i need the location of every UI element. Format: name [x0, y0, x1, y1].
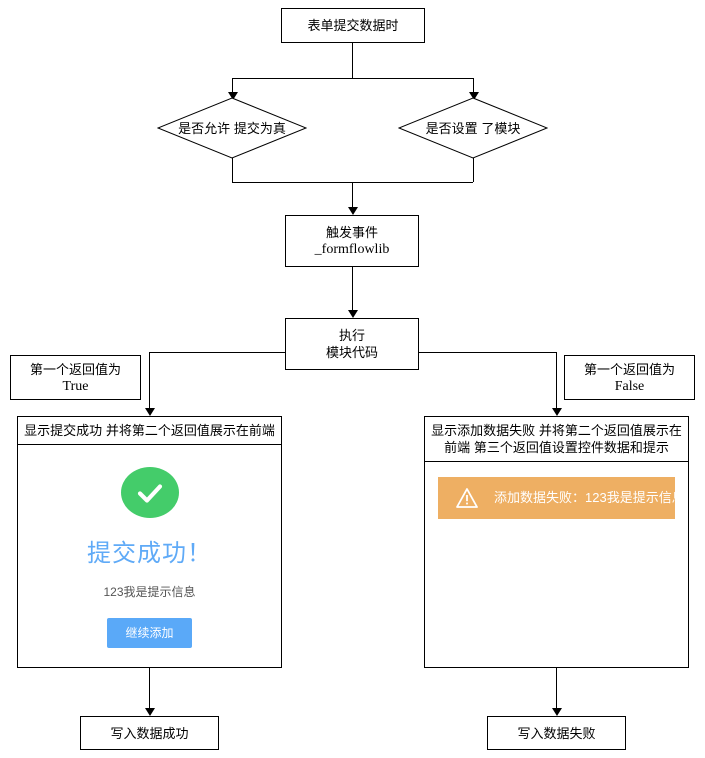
label-first-return-true: 第一个返回值为 True	[10, 355, 141, 400]
label-true-line1: 第一个返回值为	[29, 361, 121, 377]
error-alert-banner: 添加数据失败：123我是提示信息	[438, 477, 685, 519]
connector-failure-to-end	[556, 668, 557, 710]
decision-module-set: 是否设置 了模块	[398, 97, 548, 159]
check-circle-icon	[120, 467, 179, 518]
arrow-to-decision-left	[228, 92, 238, 100]
node-form-submit: 表单提交数据时	[281, 8, 425, 43]
arrow-to-end-success	[145, 708, 155, 716]
result-success-caption: 显示提交成功 并将第二个返回值展示在前端	[18, 417, 281, 445]
arrow-to-decision-right	[469, 92, 479, 100]
connector-execute-right-out	[419, 352, 556, 353]
connector-split-right	[473, 78, 474, 95]
arrow-to-success-box	[145, 408, 155, 416]
error-alert-text: 添加数据失败：123我是提示信息	[494, 490, 685, 505]
decision-right-line1: 是否设置	[425, 120, 478, 136]
result-failure-caption: 显示添加数据失败 并将第二个返回值展示在前端 第三个返回值设置控件数据和提示	[425, 417, 688, 462]
node-write-data-failure: 写入数据失败	[487, 716, 626, 750]
node-trigger-event-line1: 触发事件	[325, 225, 378, 240]
connector-split-left	[232, 78, 233, 95]
result-success-caption-line1: 显示提交成功	[24, 423, 103, 438]
success-panel: 提交成功！ 123我是提示信息 继续添加	[18, 445, 281, 648]
label-false-line2: False	[614, 378, 645, 394]
connector-execute-left-down	[149, 352, 150, 410]
continue-add-button[interactable]: 继续添加	[107, 618, 192, 648]
node-execute-line2: 模块代码	[325, 345, 378, 360]
arrow-to-trigger	[348, 207, 358, 215]
connector-merge-right	[473, 158, 474, 182]
check-mark-glyph	[137, 483, 162, 503]
connector-merge-stem	[352, 182, 353, 209]
node-execute-module-code: 执行 模块代码	[285, 318, 419, 370]
warning-triangle-glyph	[456, 488, 478, 508]
node-trigger-event-line2: _formflowlib	[314, 242, 390, 257]
success-message: 123我是提示信息	[103, 585, 196, 599]
node-write-data-success: 写入数据成功	[80, 716, 219, 750]
connector-merge-left	[232, 158, 233, 182]
connector-execute-left-out	[149, 352, 285, 353]
result-failure-caption-line1: 显示添加数据失败	[431, 423, 536, 438]
label-false-line1: 第一个返回值为	[583, 361, 675, 377]
arrow-to-execute	[348, 310, 358, 318]
label-true-line2: True	[62, 378, 89, 394]
result-failure-caption-line2: 并将第二个返回值展示在前端	[444, 423, 682, 455]
result-success-caption-line2: 并将第二个返回值展示在前端	[105, 423, 275, 438]
result-box-success: 显示提交成功 并将第二个返回值展示在前端 提交成功！ 123我是提示信息 继续添…	[17, 416, 282, 668]
node-form-submit-line1: 表单提交数据时	[307, 18, 399, 33]
connector-split-bar	[232, 78, 473, 79]
label-first-return-false: 第一个返回值为 False	[564, 355, 695, 400]
arrow-to-end-failure	[552, 708, 562, 716]
decision-module-set-text: 是否设置 了模块	[426, 120, 521, 137]
result-box-failure: 显示添加数据失败 并将第二个返回值展示在前端 第三个返回值设置控件数据和提示 添…	[424, 416, 689, 668]
decision-allow-submit: 是否允许 提交为真	[157, 97, 307, 159]
decision-allow-submit-text: 是否允许 提交为真	[178, 120, 286, 137]
connector-trigger-to-execute	[352, 267, 353, 312]
connector-success-to-end	[149, 668, 150, 710]
node-write-success-line1: 写入数据成功	[110, 725, 189, 741]
connector-top-stem	[352, 43, 353, 78]
node-execute-line1: 执行	[338, 328, 365, 343]
node-trigger-event: 触发事件 _formflowlib	[285, 215, 419, 267]
warning-triangle-icon	[456, 487, 478, 509]
decision-left-line1: 是否允许	[178, 120, 231, 136]
decision-left-line2: 提交为真	[233, 120, 286, 136]
failure-panel: 添加数据失败：123我是提示信息	[425, 462, 688, 647]
success-title: 提交成功！	[87, 540, 212, 567]
result-failure-caption-line3: 第三个返回值设置控件数据和提示	[473, 440, 669, 455]
connector-execute-right-down	[556, 352, 557, 410]
decision-right-line2: 了模块	[481, 120, 521, 136]
arrow-to-failure-box	[552, 408, 562, 416]
node-write-failure-line1: 写入数据失败	[517, 725, 596, 741]
